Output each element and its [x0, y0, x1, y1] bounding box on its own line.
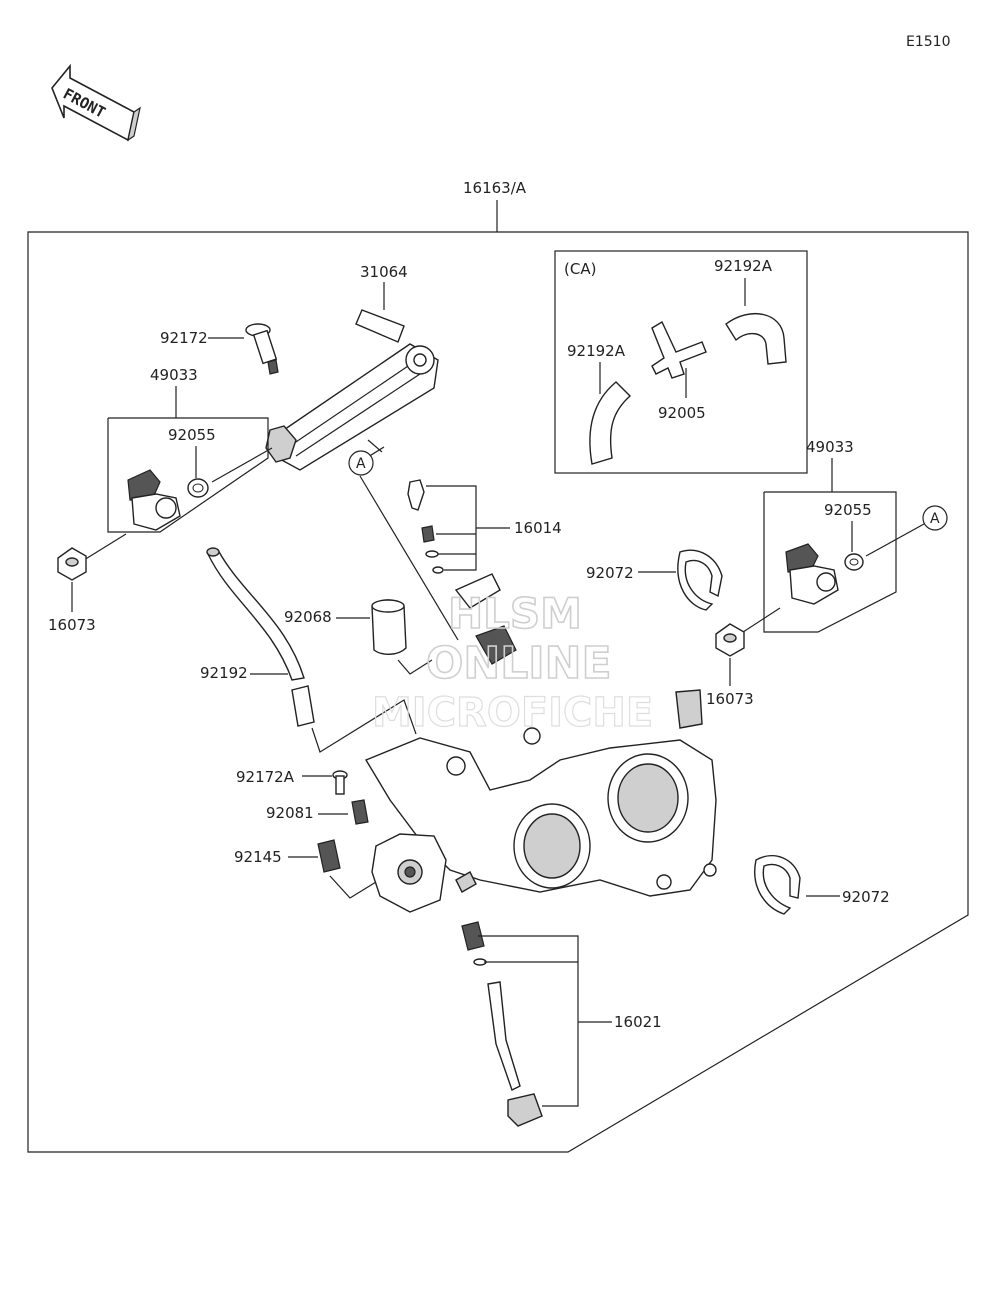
screw-16014 [407, 479, 444, 574]
label-49033-right: 49033 [806, 438, 854, 456]
label-92005: 92005 [658, 404, 706, 422]
label-92055-right: 92055 [824, 501, 872, 519]
watermark-line2: ONLINE [426, 638, 612, 689]
hose-92192A-right [725, 312, 787, 365]
injector-49033-right [785, 543, 839, 605]
idle-screw-16021 [461, 921, 543, 1127]
label-92072-top: 92072 [586, 564, 634, 582]
watermark-line3: MICROFICHE [372, 690, 653, 736]
ca-box [554, 250, 808, 474]
label-92192: 92192 [200, 664, 248, 682]
joint-92005 [651, 321, 707, 379]
front-arrow-icon: FRONT [51, 63, 141, 142]
hose-92192A-left [589, 381, 632, 465]
throttle-pulley [371, 833, 477, 913]
delivery-pipe-31064 [265, 309, 439, 471]
label-92192A-left: 92192A [567, 342, 626, 360]
ref-marker-left-label: A [356, 456, 366, 472]
label-92072-bottom: 92072 [842, 888, 890, 906]
assembly-label: 16163/A [463, 179, 527, 197]
watermark-line1: HLSM [448, 589, 582, 638]
label-16021: 16021 [614, 1013, 662, 1031]
label-92192A-right: 92192A [714, 257, 773, 275]
label-16073-left: 16073 [48, 616, 96, 634]
ref-marker-left [348, 450, 374, 476]
label-49033-left: 49033 [150, 366, 198, 384]
assembly-outline [27, 231, 969, 1153]
label-92055-left: 92055 [168, 426, 216, 444]
ref-marker-right-label: A [930, 511, 940, 527]
injector-49033-left [127, 469, 181, 531]
ca-box-label: (CA) [564, 260, 596, 278]
diagram-code: E1510 [906, 34, 950, 50]
injector-group-right [763, 491, 897, 633]
clamp-92072-top [677, 549, 723, 611]
label-92172A: 92172A [236, 768, 295, 786]
ref-marker-right [922, 505, 948, 531]
spring-92145 [317, 839, 341, 873]
label-16014: 16014 [514, 519, 562, 537]
bolt-92172 [245, 323, 279, 375]
spring-92081 [351, 799, 369, 825]
label-16073-right: 16073 [706, 690, 754, 708]
clamp-92072-bottom [754, 855, 801, 915]
bolt-92172A [332, 770, 348, 795]
watermark: HLSM ONLINE MICROFICHE [371, 588, 653, 736]
label-31064: 31064 [360, 263, 408, 281]
throttle-body [364, 573, 717, 897]
label-92145: 92145 [234, 848, 282, 866]
hose-92192 [206, 547, 315, 727]
injector-group-left [107, 417, 269, 533]
cap-92068 [371, 599, 407, 655]
cushion-16073-left [57, 547, 87, 581]
label-92172: 92172 [160, 329, 208, 347]
label-92081: 92081 [266, 804, 314, 822]
label-92068: 92068 [284, 608, 332, 626]
cushion-16073-right [715, 623, 745, 657]
